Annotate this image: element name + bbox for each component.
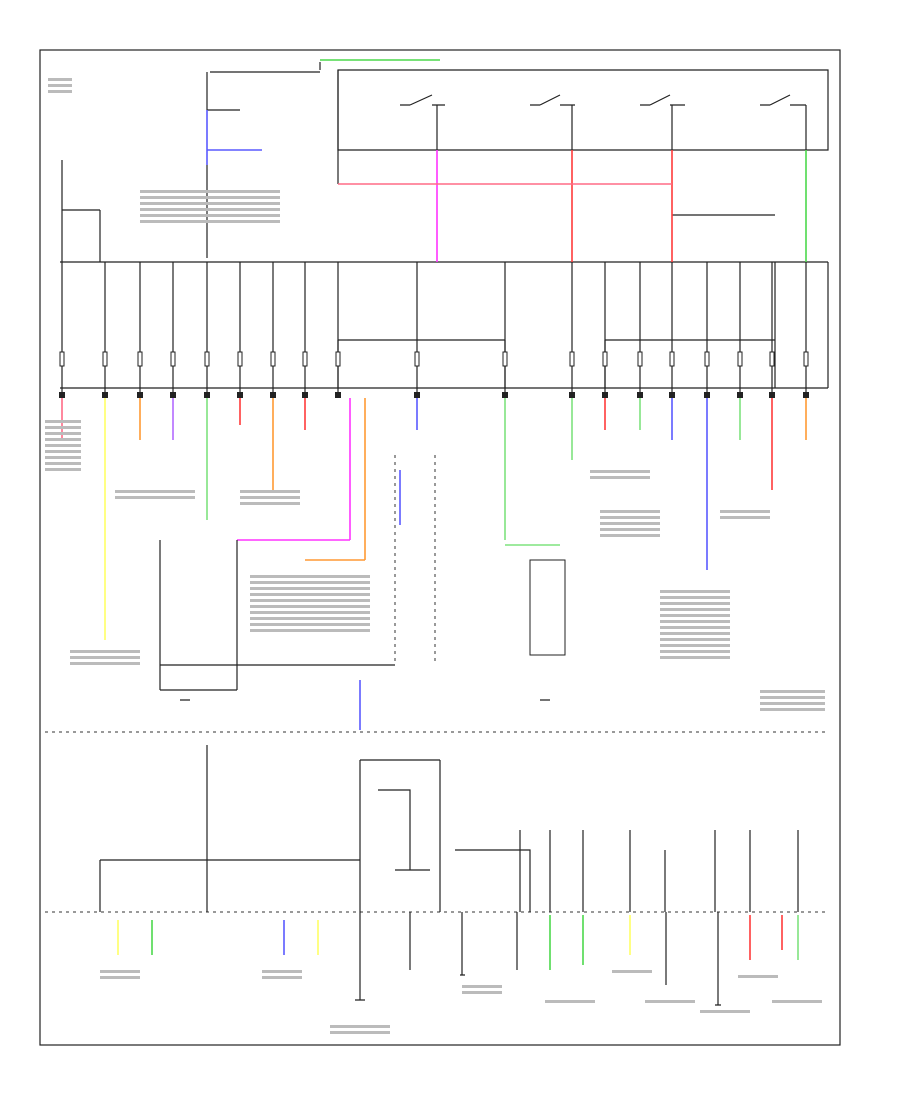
center-feed xyxy=(337,339,506,388)
fuse-15 xyxy=(704,262,710,398)
fuse-1 xyxy=(102,262,108,398)
fuse-18 xyxy=(803,262,809,398)
relay-switch-2 xyxy=(530,94,575,150)
wire-layer xyxy=(61,59,807,970)
lower-junction xyxy=(99,745,441,912)
fuse-row xyxy=(59,262,809,398)
relay-switch-1 xyxy=(400,94,445,150)
left-ignition-feed xyxy=(61,160,101,262)
fuse-11 xyxy=(569,262,575,398)
fuse-4 xyxy=(204,262,210,398)
fuse-16 xyxy=(737,262,743,398)
right-feed xyxy=(604,214,776,388)
fuse-12 xyxy=(602,262,608,398)
fuse-0 xyxy=(59,262,65,398)
main-fuse-bus xyxy=(60,261,829,389)
left-sense-loop xyxy=(206,72,240,258)
upper-relay-box xyxy=(337,69,829,151)
diagram-frame xyxy=(39,49,841,1046)
top-feed xyxy=(210,62,339,184)
fuse-3 xyxy=(170,262,176,398)
relay-switch-3 xyxy=(640,94,685,150)
control-module-box xyxy=(529,559,566,656)
fuse-13 xyxy=(637,262,643,398)
lower-ground-leads xyxy=(359,912,719,1005)
fuse-5 xyxy=(237,262,243,398)
lower-fuse-taps xyxy=(519,830,799,912)
fuse-6 xyxy=(270,262,276,398)
lower-relay xyxy=(378,789,531,912)
fuse-7 xyxy=(302,262,308,398)
label-placeholder-blocks xyxy=(45,78,825,1034)
relay-switch-4 xyxy=(760,94,807,150)
left-lower-block xyxy=(159,540,395,691)
fuse-8 xyxy=(335,262,341,398)
center-relay-block xyxy=(394,455,436,665)
fuse-14 xyxy=(669,262,675,398)
fuse-17 xyxy=(769,262,775,398)
fuse-2 xyxy=(137,262,143,398)
fuse-10 xyxy=(502,262,508,398)
fuse-9 xyxy=(414,262,420,398)
ground-symbols xyxy=(180,699,721,1006)
